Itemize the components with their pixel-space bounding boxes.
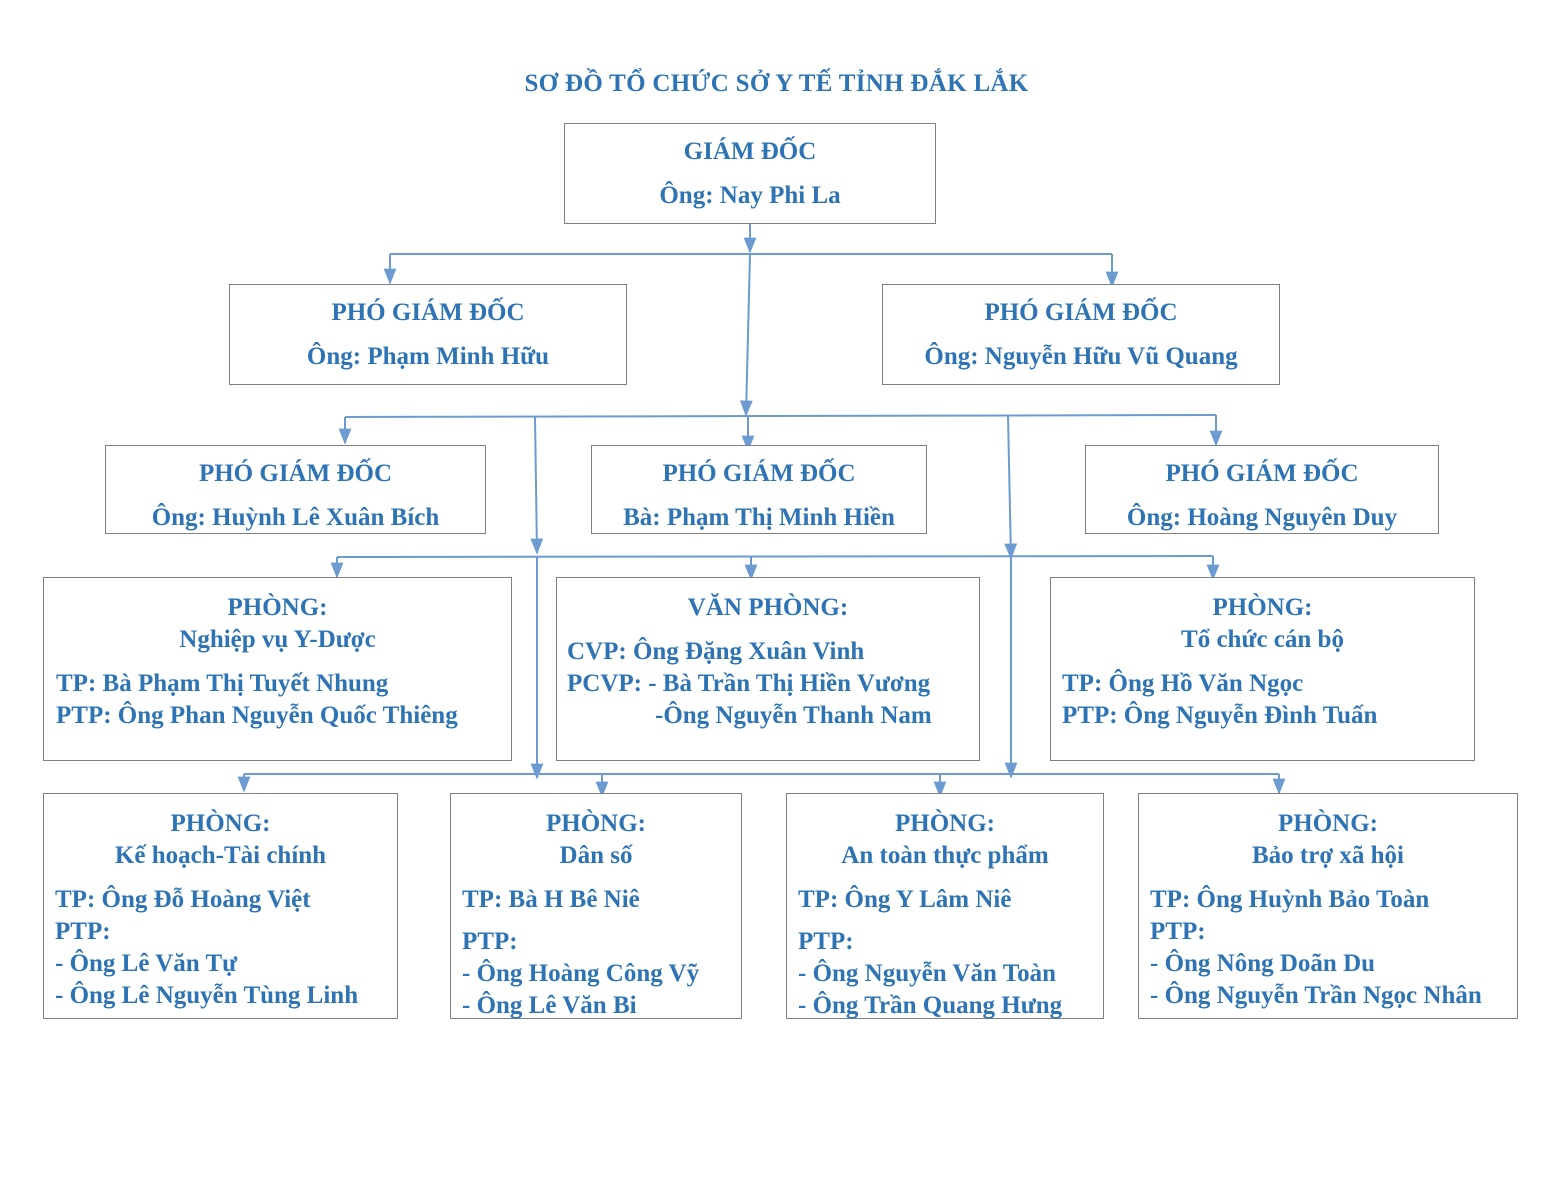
director-role: GIÁM ĐỐC: [683, 138, 817, 165]
connector-line: [336, 555, 1214, 558]
staff-line: - Ông Lê Văn Bi: [462, 992, 637, 1019]
department-name: Nghiệp vụ Y-Dược: [179, 626, 376, 653]
staff-line: PTP:: [55, 918, 111, 945]
staff-line: PCVP: - Bà Trần Thị Hiền Vương: [567, 670, 931, 697]
department-box-nghiep-vu: PHÒNG: Nghiệp vụ Y-Dược TP: Bà Phạm Thị …: [43, 577, 512, 761]
staff-line: PTP:: [798, 928, 854, 955]
connector-line: [530, 416, 544, 555]
department-label: VĂN PHÒNG:: [687, 594, 849, 621]
department-label: PHÒNG:: [895, 810, 995, 837]
deputy-box-5: PHÓ GIÁM ĐỐC Ông: Hoàng Nguyên Duy: [1085, 445, 1439, 534]
staff-line: - Ông Nguyễn Văn Toàn: [798, 960, 1056, 987]
staff-line: CVP: Ông Đặng Xuân Vinh: [567, 638, 865, 665]
deputy-name: Bà: Phạm Thị Minh Hiền: [623, 504, 895, 531]
staff-line: - Ông Trần Quang Hưng: [798, 992, 1063, 1019]
department-name: Tổ chức cán bộ: [1181, 626, 1344, 653]
staff-line: TP: Ông Y Lâm Niê: [798, 886, 1012, 913]
staff-line: PTP:: [462, 928, 518, 955]
department-label: PHÒNG:: [227, 594, 328, 621]
department-name: Bảo trợ xã hội: [1251, 842, 1405, 869]
staff-line: - Ông Nguyễn Trần Ngọc Nhân: [1150, 982, 1482, 1009]
deputy-name: Ông: Huỳnh Lê Xuân Bích: [151, 504, 440, 531]
deputy-box-1: PHÓ GIÁM ĐỐC Ông: Phạm Minh Hữu: [229, 284, 627, 385]
deputy-name: Ông: Nguyễn Hữu Vũ Quang: [924, 343, 1238, 370]
deputy-box-4: PHÓ GIÁM ĐỐC Bà: Phạm Thị Minh Hiền: [591, 445, 927, 534]
department-box-van-phong: VĂN PHÒNG: CVP: Ông Đặng Xuân Vinh PCVP:…: [556, 577, 980, 761]
department-label: PHÒNG:: [170, 810, 271, 837]
department-name: An toàn thực phẩm: [841, 842, 1049, 869]
deputy-role: PHÓ GIÁM ĐỐC: [331, 299, 525, 326]
department-box-an-toan: PHÒNG: An toàn thực phẩm TP: Ông Y Lâm N…: [786, 793, 1104, 1019]
connector-line: [344, 414, 1217, 418]
staff-line: PTP:: [1150, 918, 1206, 945]
staff-line: TP: Bà H Bê Niê: [462, 886, 640, 913]
deputy-box-3: PHÓ GIÁM ĐỐC Ông: Huỳnh Lê Xuân Bích: [105, 445, 486, 534]
department-box-ke-hoach: PHÒNG: Kế hoạch-Tài chính TP: Ông Đỗ Hoà…: [43, 793, 398, 1019]
staff-line: TP: Ông Hồ Văn Ngọc: [1062, 670, 1304, 697]
staff-line: PTP: Ông Nguyễn Đình Tuấn: [1062, 702, 1378, 729]
staff-line: TP: Bà Phạm Thị Tuyết Nhung: [56, 670, 389, 697]
connector-line: [739, 253, 753, 417]
staff-line: - Ông Lê Văn Tự: [55, 950, 238, 977]
staff-line: - Ông Lê Nguyễn Tùng Linh: [55, 982, 359, 1009]
deputy-role: PHÓ GIÁM ĐỐC: [198, 460, 393, 487]
staff-line: - Ông Nông Doãn Du: [1150, 950, 1376, 977]
chart-title: SƠ ĐỒ TỔ CHỨC SỞ Y TẾ TỈNH ĐẮK LẮK: [524, 70, 1029, 97]
department-label: PHÒNG:: [1212, 594, 1313, 621]
director-box: GIÁM ĐỐC Ông: Nay Phi La: [564, 123, 936, 224]
deputy-name: Ông: Phạm Minh Hữu: [306, 343, 550, 370]
connector-line: [1004, 414, 1018, 560]
deputy-box-2: PHÓ GIÁM ĐỐC Ông: Nguyễn Hữu Vũ Quang: [882, 284, 1280, 385]
deputy-name: Ông: Hoàng Nguyên Duy: [1126, 504, 1398, 531]
department-name: Dân số: [559, 842, 633, 869]
deputy-role: PHÓ GIÁM ĐỐC: [1165, 460, 1359, 487]
staff-line: TP: Ông Đỗ Hoàng Việt: [55, 886, 311, 913]
deputy-role: PHÓ GIÁM ĐỐC: [984, 299, 1178, 326]
department-box-dan-so: PHÒNG: Dân số TP: Bà H Bê Niê PTP: - Ông…: [450, 793, 742, 1019]
director-name: Ông: Nay Phi La: [659, 182, 841, 209]
deputy-role: PHÓ GIÁM ĐỐC: [662, 460, 856, 487]
department-label: PHÒNG:: [546, 810, 646, 837]
staff-line: - Ông Hoàng Công Vỹ: [462, 960, 700, 987]
staff-line: TP: Ông Huỳnh Bảo Toàn: [1150, 886, 1430, 913]
department-name: Kế hoạch-Tài chính: [114, 842, 327, 869]
staff-line: PTP: Ông Phan Nguyễn Quốc Thiêng: [56, 702, 458, 729]
staff-line: -Ông Nguyễn Thanh Nam: [655, 702, 932, 729]
department-box-bao-tro: PHÒNG: Bảo trợ xã hội TP: Ông Huỳnh Bảo …: [1138, 793, 1518, 1019]
department-box-to-chuc: PHÒNG: Tổ chức cán bộ TP: Ông Hồ Văn Ngọ…: [1050, 577, 1475, 761]
department-label: PHÒNG:: [1278, 810, 1378, 837]
